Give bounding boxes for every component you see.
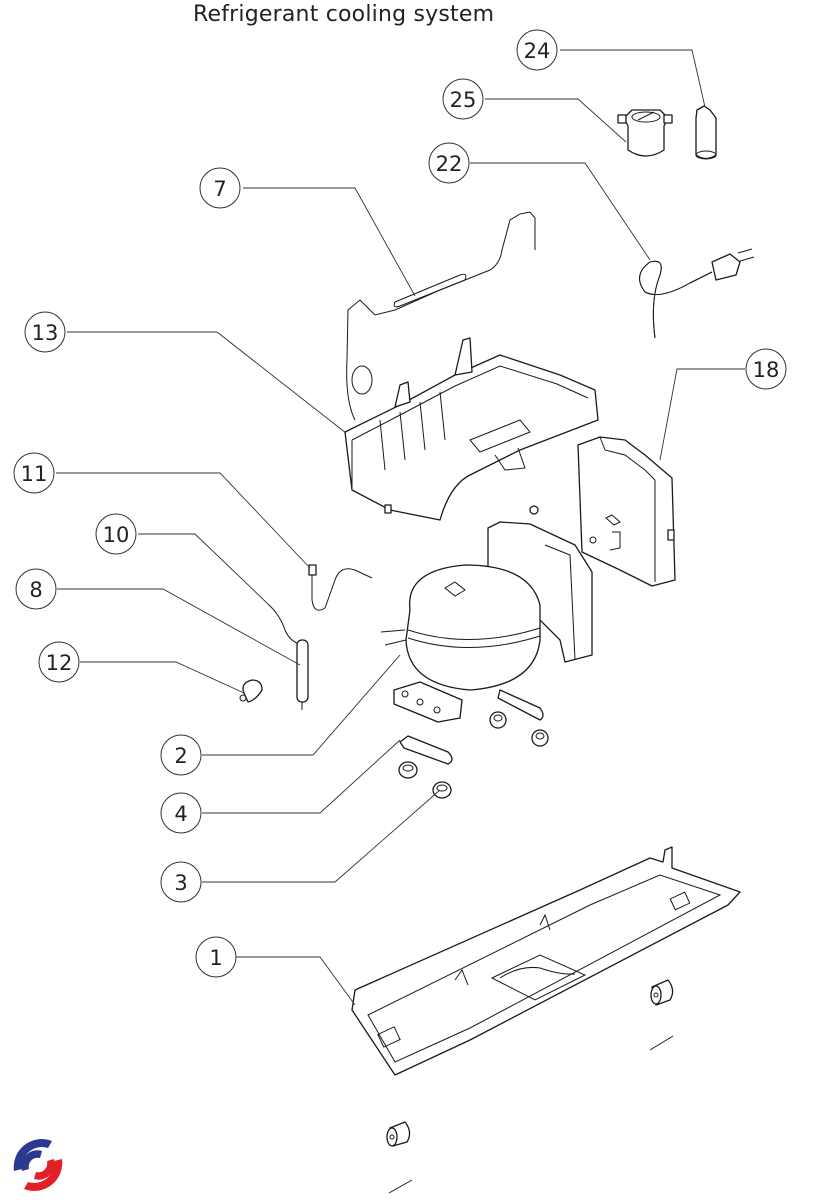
leader-10: [138, 533, 269, 605]
callout-11[interactable]: 11: [13, 452, 55, 494]
part-7-condenser-tube[interactable]: [346, 211, 536, 421]
leader-lines: [56, 49, 745, 1006]
part-2-compressor[interactable]: [380, 521, 593, 723]
svg-text:4: 4: [174, 802, 187, 826]
svg-text:12: 12: [46, 651, 73, 675]
svg-text:10: 10: [103, 523, 130, 547]
part-10-connecting-tube[interactable]: [267, 603, 303, 646]
callout-12[interactable]: 12: [38, 641, 80, 683]
callout-25[interactable]: 25: [442, 78, 484, 120]
diagram-title: Refrigerant cooling system: [193, 2, 495, 27]
leader-25: [485, 98, 627, 143]
leader-3: [202, 789, 441, 883]
leader-24: [560, 49, 706, 108]
callout-2[interactable]: 2: [160, 734, 202, 776]
svg-text:25: 25: [450, 88, 477, 112]
svg-text:18: 18: [753, 358, 780, 382]
leader-8: [57, 588, 301, 666]
callout-18[interactable]: 18: [745, 348, 787, 390]
foot-and-pin-right: [649, 979, 674, 1051]
part-11-capillary-pipe[interactable]: [308, 564, 373, 611]
part-1-base-plate[interactable]: [351, 846, 741, 1076]
part-25-connector-cap[interactable]: [617, 109, 673, 157]
part-12-pipe-clamp[interactable]: [239, 679, 263, 703]
svg-text:22: 22: [436, 152, 463, 176]
svg-text:8: 8: [29, 578, 42, 602]
foot-and-pin-bottom: [386, 1121, 413, 1194]
leader-18: [659, 368, 745, 461]
part-8-filter-drier[interactable]: [296, 639, 309, 710]
part-13-water-tray[interactable]: [344, 337, 599, 521]
part-24-cap[interactable]: [695, 105, 717, 160]
svg-text:2: 2: [174, 744, 187, 768]
svg-text:13: 13: [32, 321, 59, 345]
callout-7[interactable]: 7: [199, 167, 241, 209]
svg-text:7: 7: [213, 177, 226, 201]
leader-13: [67, 331, 347, 434]
leader-2: [202, 654, 401, 756]
leader-12: [80, 661, 245, 694]
svg-text:1: 1: [209, 946, 222, 970]
callout-24[interactable]: 24: [516, 29, 558, 71]
part-18-control-box[interactable]: [577, 436, 676, 587]
callout-13[interactable]: 13: [24, 311, 66, 353]
part-22-power-cord[interactable]: [639, 248, 755, 339]
leader-4: [202, 739, 401, 814]
callout-8[interactable]: 8: [15, 568, 57, 610]
callout-1[interactable]: 1: [195, 936, 237, 978]
brand-logo-icon: [13, 1139, 63, 1191]
callout-10[interactable]: 10: [95, 513, 137, 555]
svg-text:3: 3: [174, 871, 187, 895]
part-3-rubber-grommet[interactable]: [398, 761, 452, 799]
grommet-group-upper: [489, 711, 549, 747]
callout-22[interactable]: 22: [428, 142, 470, 184]
callout-4[interactable]: 4: [160, 792, 202, 834]
svg-text:11: 11: [21, 462, 48, 486]
callout-3[interactable]: 3: [160, 861, 202, 903]
svg-text:24: 24: [524, 39, 551, 63]
leader-7: [243, 187, 416, 297]
leader-1: [236, 956, 356, 1006]
leader-22: [470, 162, 651, 261]
leader-11: [56, 472, 311, 569]
part-4-mounting-clip[interactable]: [399, 735, 453, 765]
